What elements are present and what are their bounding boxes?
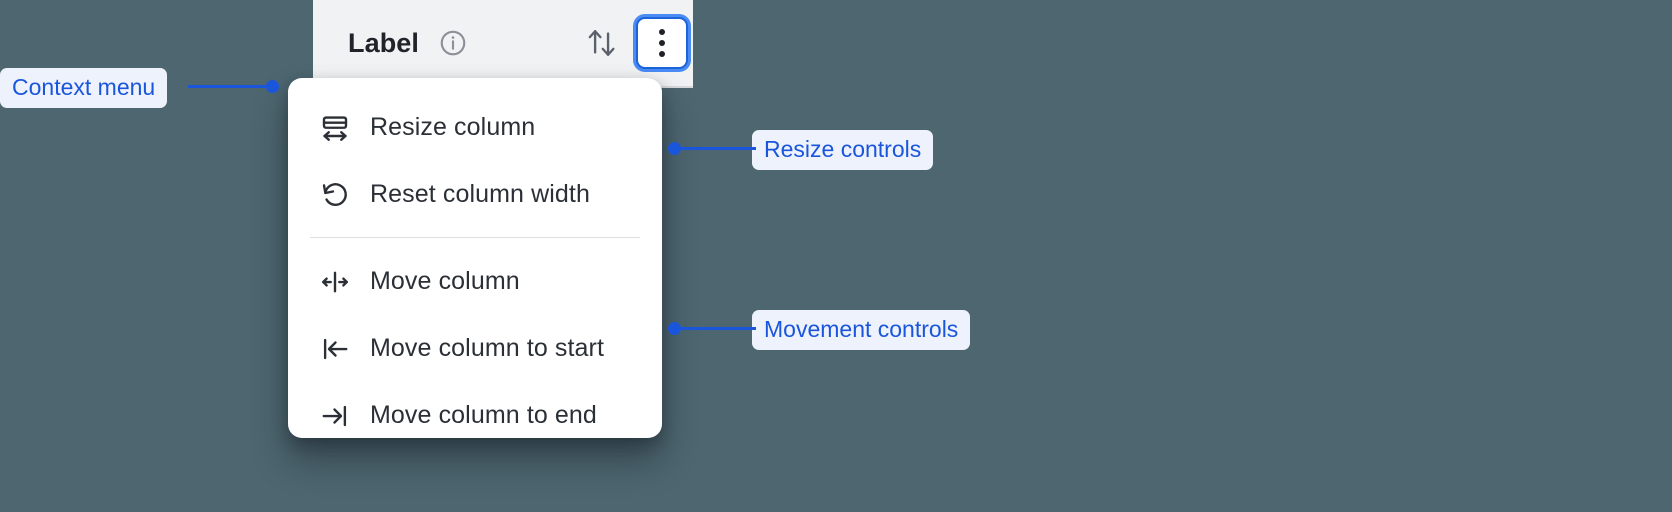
annotation-leader-line-context	[188, 85, 270, 88]
menu-item-label: Resize column	[370, 113, 536, 141]
menu-divider	[310, 237, 640, 238]
menu-item-label: Reset column width	[370, 180, 590, 208]
menu-item-move-column-to-start[interactable]: Move column to start	[288, 315, 662, 382]
reset-counterclockwise-icon	[320, 180, 350, 210]
sort-ascending-descending-icon[interactable]	[583, 23, 619, 63]
menu-item-move-column[interactable]: Move column	[288, 248, 662, 315]
more-vertical-icon-dot-3	[659, 51, 665, 57]
column-header: Label	[313, 0, 693, 88]
menu-item-resize-column[interactable]: Resize column	[288, 94, 662, 161]
menu-item-label: Move column to end	[370, 401, 597, 429]
resize-column-icon	[320, 113, 350, 143]
annotation-leader-dot-movement	[668, 322, 681, 335]
annotation-leader-dot-context	[266, 80, 279, 93]
more-vertical-icon-dot-1	[659, 29, 665, 35]
column-options-button[interactable]	[636, 17, 688, 69]
menu-item-reset-column-width[interactable]: Reset column width	[288, 161, 662, 228]
annotation-movement-controls: Movement controls	[752, 310, 971, 351]
move-to-start-icon	[320, 334, 350, 364]
menu-item-move-column-to-end[interactable]: Move column to end	[288, 382, 662, 438]
more-vertical-icon-dot-2	[659, 40, 665, 46]
column-context-menu: Resize column Reset column width	[288, 78, 662, 438]
annotation-leader-line-movement	[676, 327, 756, 330]
annotation-leader-line-resize	[676, 147, 756, 150]
info-circle-icon[interactable]	[438, 28, 468, 58]
annotation-resize-controls: Resize controls	[752, 130, 934, 171]
menu-item-label: Move column	[370, 267, 520, 295]
column-header-title: Label	[348, 27, 420, 58]
annotation-context-menu: Context menu	[0, 68, 168, 109]
move-left-right-icon	[320, 267, 350, 297]
menu-item-label: Move column to start	[370, 334, 605, 362]
move-to-end-icon	[320, 401, 350, 431]
annotation-leader-dot-resize	[668, 142, 681, 155]
